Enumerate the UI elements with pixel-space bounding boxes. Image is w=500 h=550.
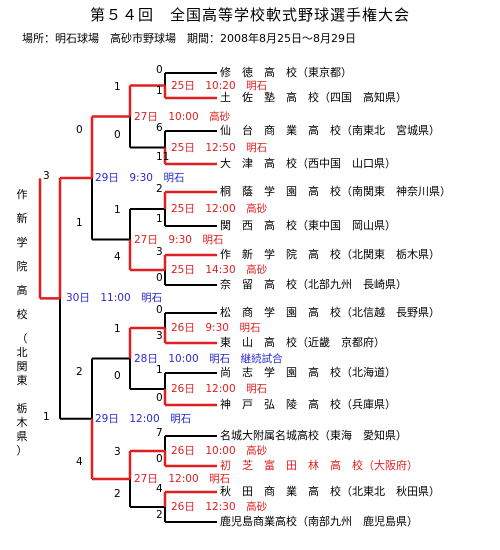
round2-score: 3 [114,446,121,458]
round1-score: 7 [156,427,163,439]
champion-char: 作 [16,188,28,201]
semifinal-score: 0 [76,123,83,136]
round1-score: 6 [156,122,163,134]
round2-match-info: 28日 10:00 明石 継続試合 [134,352,283,365]
champion-char: （ [16,332,28,345]
round1-score: 2 [156,509,163,521]
champion-char: 県 [16,430,28,443]
champion-char: 院 [16,260,28,273]
team-name: 関 西 高 校（東中国 岡山県） [220,219,396,232]
round1-score: 0 [156,453,163,465]
champion-char: ） [16,444,28,457]
final-score: 3 [43,170,50,182]
final-match-info: 30日 11:00 明石 [66,292,163,305]
round1-score: 3 [156,330,163,342]
team-name: 松 商 学 園 高 校（北信越 長野県） [220,306,440,319]
round1-score: 11 [156,151,170,163]
round2-score: 1 [114,323,121,335]
champion-char: 高 [16,284,28,297]
champion-char: 東 [16,374,28,387]
venue-and-dates: 場所：明石球場 高砂市野球場 期間：2008年8月25日～8月29日 [22,32,356,45]
round1-score: 1 [156,213,163,225]
round1-match-info: 26日 12:00 明石 [171,383,268,395]
team-name: 修 徳 高 校（東京都） [220,66,352,79]
round1-score: 0 [156,64,163,76]
team-name: 秋 田 商 業 高 校（北東北 秋田県） [220,485,440,498]
team-name: 東 山 高 校（近畿 京都府） [220,336,385,349]
team-name: 初 芝 富 田 林 高 校（大阪府） [220,459,418,472]
team-name: 尚 志 学 園 高 校（北海道） [220,366,396,379]
team-name: 土 佐 塾 高 校（四国 高知県） [220,91,407,104]
round1-score: 0 [156,304,163,316]
champion-char: 栃 [16,402,28,415]
team-name: 名城大附属名城高校（東海 愛知県） [220,429,407,442]
round2-score: 1 [114,80,121,93]
champion-char: 新 [16,212,28,225]
team-name: 大 津 高 校（西中国 山口県） [220,157,396,170]
round1-match-info: 25日 12:00 高砂 [171,203,268,215]
final-score: 1 [43,410,50,423]
team-name: 作 新 学 院 高 校（北関東 栃木県） [220,248,440,261]
team-name: 仙 台 商 業 高 校（南東北 宮城県） [220,124,440,137]
round1-match-info: 25日 14:30 高砂 [171,264,268,276]
champion-char: 学 [16,236,28,249]
round1-score: 1 [156,364,163,376]
round1-match-info: 26日 12:30 高砂 [171,501,268,513]
round2-score: 4 [114,251,121,263]
round2-match-info: 27日 12:00 明石 [134,473,231,485]
team-name: 神 戸 弘 陵 高 校（兵庫県） [220,398,396,411]
round1-score: 0 [156,392,163,404]
semifinal-match-info: 29日 12:00 明石 [95,412,192,425]
round1-match-info: 26日 9:30 明石 [171,322,261,334]
team-name: 奈 留 高 校（北部九州 長崎県） [220,278,407,291]
round2-match-info: 27日 9:30 明石 [134,233,224,246]
champion-char: 北 [16,346,28,359]
round1-score: 0 [156,272,163,284]
semifinal-score: 1 [76,216,83,229]
team-name: 鹿児島商業高校（南部九州 鹿児島県） [220,515,418,528]
semifinal-score: 4 [76,456,83,468]
champion-char: 関 [16,360,28,373]
champion-name: 作新学院高校 （北関東 栃木県） [14,187,30,457]
champion-char: 校 [16,308,28,321]
round2-match-info: 27日 10:00 高砂 [134,110,231,123]
round2-score: 1 [114,204,121,216]
round1-match-info: 25日 12:50 明石 [171,141,268,154]
round1-score: 3 [156,246,163,258]
semifinal-match-info: 29日 9:30 明石 [95,172,185,184]
champion-char: 木 [16,416,28,429]
round1-match-info: 25日 10:20 明石 [171,79,268,92]
round1-score: 1 [156,85,163,97]
round1-score: 2 [156,183,163,195]
team-name: 桐 蔭 学 園 高 校（南関東 神奈川県） [220,185,451,198]
semifinal-score: 2 [76,365,83,378]
page-title: 第５４回 全国高等学校軟式野球選手権大会 [89,6,410,24]
round1-score: 4 [156,483,163,495]
round2-score: 2 [114,488,121,500]
round2-score: 0 [114,128,121,141]
champion-char [14,387,30,401]
round1-match-info: 26日 10:00 高砂 [171,445,268,457]
round2-score: 0 [114,370,121,382]
